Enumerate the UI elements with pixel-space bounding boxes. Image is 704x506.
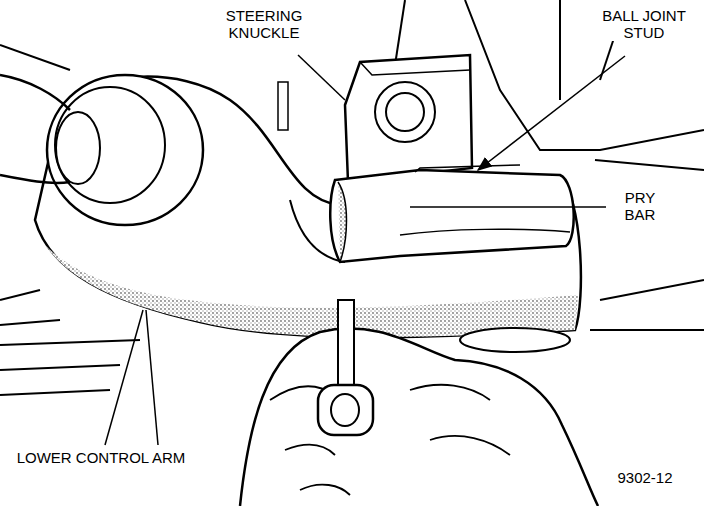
- part-label: STEERING KNUCKLE: [210, 8, 318, 41]
- part-label: BALL JOINT STUD: [586, 8, 702, 41]
- part-label: LOWER CONTROL ARM: [6, 450, 196, 467]
- figure-number: 9302-12: [598, 470, 692, 487]
- part-label: PRY BAR: [610, 190, 670, 223]
